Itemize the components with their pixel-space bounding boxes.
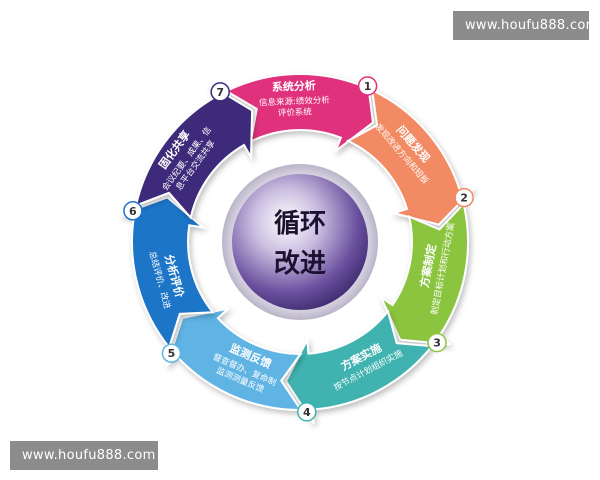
step-number-badge xyxy=(161,343,182,363)
step-number-badge xyxy=(454,187,474,208)
step-number-badge xyxy=(210,82,230,102)
step-number: 2 xyxy=(460,192,468,205)
arrow-segment-7 xyxy=(134,83,254,220)
step-number: 1 xyxy=(364,80,372,93)
arrow-segment-6 xyxy=(119,196,215,350)
arrow-segment-4 xyxy=(284,309,434,425)
step-number: 6 xyxy=(129,205,137,218)
center-sphere: 循环 改进 xyxy=(222,164,378,320)
step-number-badge xyxy=(357,76,378,96)
watermark-bottom: www.houfu888.com xyxy=(10,441,158,470)
center-label-line2: 改进 xyxy=(274,248,326,279)
step-number-badge xyxy=(123,201,143,221)
step-description: 信息来源:绩效分析 xyxy=(259,95,331,109)
center-ball xyxy=(232,174,368,310)
center-label-line1: 循环 xyxy=(274,209,326,239)
arrow-segment-1 xyxy=(224,72,375,154)
step-title: 系统分析 xyxy=(272,78,317,94)
step-number: 7 xyxy=(216,86,224,99)
step-number: 4 xyxy=(303,406,311,419)
step-number: 5 xyxy=(168,347,176,360)
arrow-segment-2 xyxy=(345,88,475,226)
arrow-segment-5 xyxy=(165,306,303,411)
step-number-badge xyxy=(427,332,447,353)
step-number-badge xyxy=(297,402,317,422)
watermark-top: www.houfu888.com xyxy=(453,11,598,40)
step-number: 3 xyxy=(433,337,441,350)
arrow-segment-3 xyxy=(378,201,469,346)
step-description: 评价系统 xyxy=(278,106,313,118)
